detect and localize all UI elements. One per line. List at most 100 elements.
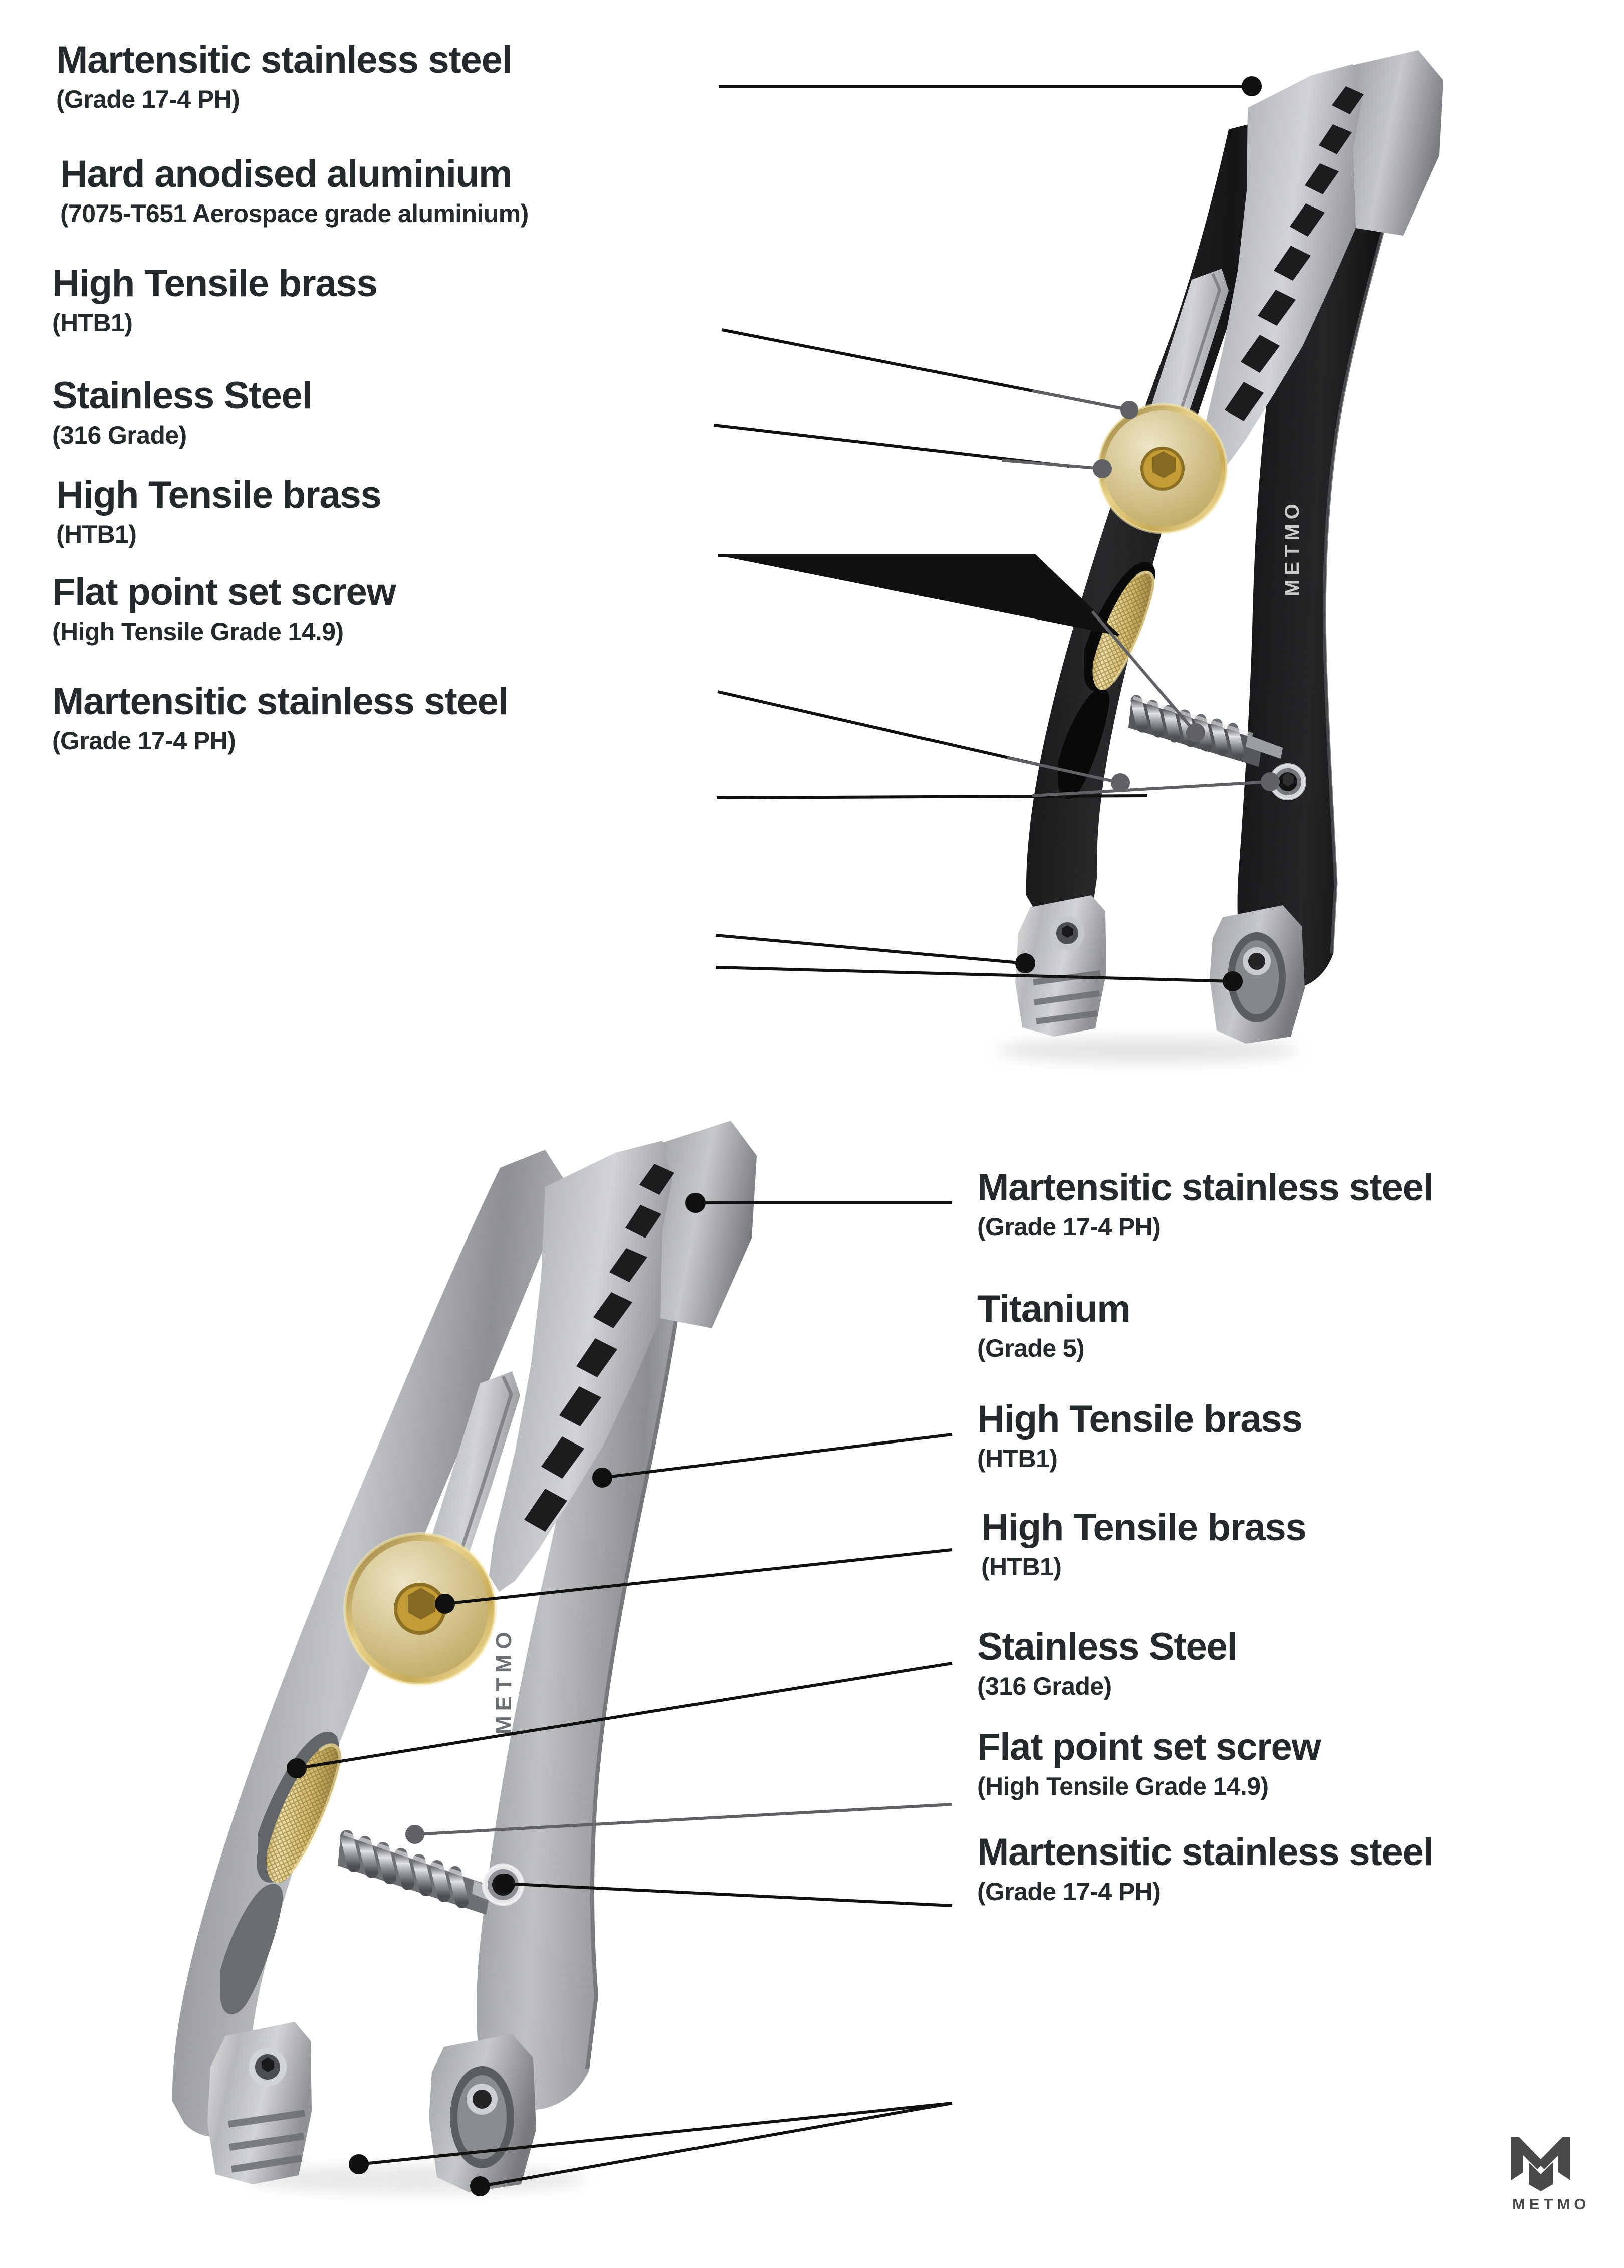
leader-dot-top-7b xyxy=(1223,971,1243,991)
jaw-serrations-bottom xyxy=(524,1164,674,1532)
knurled-thumb-wheel xyxy=(1092,570,1155,690)
metmo-wordmark: METMO xyxy=(1512,2195,1590,2213)
leader-dot-top-2 xyxy=(1120,401,1138,419)
leader-bottom-7b xyxy=(480,2102,953,2188)
rear-jaw-block xyxy=(1353,50,1443,236)
callout-top-5: High Tensile brass (HTB1) xyxy=(56,474,382,548)
leader-top-5 xyxy=(717,690,1071,773)
callout-bottom-3: High Tensile brass (HTB1) xyxy=(977,1398,1303,1473)
serrated-jaw-plate-bottom xyxy=(489,1141,672,1592)
callout-material: Stainless Steel xyxy=(977,1625,1238,1668)
knurled-thumb-wheel-bottom xyxy=(266,1743,342,1883)
callout-grade: (HTB1) xyxy=(977,1445,1058,1473)
metmo-engraving: METMO xyxy=(1281,499,1303,596)
callout-grade: (Grade 17-4 PH) xyxy=(52,727,236,755)
pivot-washer-brass xyxy=(1097,403,1228,534)
front-arm-slot-bottom xyxy=(220,1884,283,2014)
leader-top-2 xyxy=(721,328,1130,411)
leader-dot-top-1 xyxy=(1242,76,1262,96)
metmo-chevron-m-icon xyxy=(1511,2137,1570,2191)
set-screw-bottom xyxy=(482,1863,525,1906)
callout-material: High Tensile brass xyxy=(56,474,382,516)
callout-material: Flat point set screw xyxy=(52,571,396,613)
callout-grade: (316 Grade) xyxy=(52,421,187,449)
top-clamp-body-group: METMO xyxy=(997,50,1443,1063)
callout-grade: (Grade 17-4 PH) xyxy=(977,1213,1161,1241)
callout-grade: (High Tensile Grade 14.9) xyxy=(52,617,344,646)
jaw-foot-right xyxy=(1210,905,1305,1044)
spring-shaft-assembly xyxy=(1128,695,1283,767)
leader-dot-bottom-7b xyxy=(470,2176,490,2196)
callout-material: High Tensile brass xyxy=(981,1506,1307,1549)
thumbwheel-recess xyxy=(1084,561,1155,692)
callout-top-7: Martensitic stainless steel (Grade 17-4 … xyxy=(52,683,509,755)
callout-material: Martensitic stainless steel xyxy=(977,1831,1434,1874)
callout-material: Martensitic stainless steel xyxy=(56,39,513,81)
pivot-washer-brass-bottom xyxy=(343,1532,497,1686)
leader-dot-top-3 xyxy=(1093,459,1112,478)
front-arm-titanium xyxy=(172,1150,568,2137)
jaw-foot-left xyxy=(1015,895,1106,1037)
leader-dot-bottom-4 xyxy=(287,1758,307,1778)
leader-dot-bottom-1 xyxy=(685,1193,706,1213)
leader-bottom-4 xyxy=(296,1662,953,1770)
callout-grade: (Grade 5) xyxy=(977,1334,1085,1362)
callout-top-2: Hard anodised aluminium (7075-T651 Aeros… xyxy=(60,155,529,227)
jaw-foot-right-bottom xyxy=(429,2034,536,2192)
callout-bottom-5: Stainless Steel (316 Grade) xyxy=(977,1625,1238,1700)
rear-jaw-block-bottom xyxy=(657,1121,757,1328)
leader-dot-top-6 xyxy=(1261,772,1280,791)
callout-grade: (HTB1) xyxy=(56,520,137,548)
leader-top-6 xyxy=(716,794,1148,799)
callout-grade: (7075-T651 Aerospace grade aluminium) xyxy=(60,199,529,228)
callout-material: Hard anodised aluminium xyxy=(60,153,513,195)
callout-material: Martensitic stainless steel xyxy=(977,1166,1434,1209)
leader-dot-bottom-7a xyxy=(349,2154,369,2174)
set-screw xyxy=(1269,763,1306,800)
callout-bottom-4: High Tensile brass (HTB1) xyxy=(981,1506,1307,1580)
callout-bottom-1: Martensitic stainless steel (Grade 17-4 … xyxy=(977,1166,1434,1241)
callout-material: Flat point set screw xyxy=(977,1726,1321,1768)
callout-material: High Tensile brass xyxy=(977,1398,1303,1440)
jaw-foot-left-bottom xyxy=(207,2022,312,2184)
leader-bottom-6 xyxy=(505,1882,953,1907)
jaw-serrations xyxy=(1225,86,1364,421)
bottom-clamp-body-group: METMO xyxy=(172,1121,757,2193)
callout-top-4: Stainless Steel (316 Grade) xyxy=(52,377,313,449)
leader-bottom-3 xyxy=(444,1548,953,1605)
rear-arm-titanium xyxy=(476,1168,693,2110)
callout-grade: (HTB1) xyxy=(52,309,133,337)
spring-shaft-assembly-bottom xyxy=(338,1830,514,1915)
serrated-jaw-plate xyxy=(1199,64,1362,481)
callout-bottom-2: Titanium (Grade 5) xyxy=(977,1288,1131,1362)
callout-grade: (316 Grade) xyxy=(977,1672,1112,1700)
leader-bottom-2 xyxy=(602,1433,953,1479)
leader-dot-bottom-3 xyxy=(435,1594,455,1614)
leader-dot-top-7a xyxy=(1015,953,1035,973)
thumbwheel-recess-bottom xyxy=(257,1731,339,1883)
metmo-logo: METMO xyxy=(1508,2136,1590,2221)
jaw-rail-bottom xyxy=(410,1371,520,1633)
leader-bottom-7a xyxy=(358,2102,953,2166)
callout-top-6: Flat point set screw (High Tensile Grade… xyxy=(52,573,396,645)
callout-material: Titanium xyxy=(977,1288,1131,1330)
callout-top-1: Martensitic stainless steel (Grade 17-4 … xyxy=(56,39,513,113)
rear-arm-anodised xyxy=(1237,128,1403,989)
leader-dot-bottom-5 xyxy=(405,1825,424,1844)
leader-top-7a xyxy=(715,934,1026,965)
front-arm-anodised xyxy=(1026,119,1286,929)
callout-grade: (Grade 17-4 PH) xyxy=(56,85,240,113)
leader-top-4 xyxy=(718,554,1120,637)
leader-dot-bottom-6 xyxy=(495,1874,515,1894)
leader-top-3 xyxy=(713,424,1070,468)
callout-material: High Tensile brass xyxy=(52,262,378,305)
callout-grade: (Grade 17-4 PH) xyxy=(977,1878,1161,1906)
callout-bottom-6: Flat point set screw (High Tensile Grade… xyxy=(977,1728,1321,1800)
leader-dot-bottom-2 xyxy=(592,1468,612,1488)
leader-bottom-5 xyxy=(414,1803,953,1836)
